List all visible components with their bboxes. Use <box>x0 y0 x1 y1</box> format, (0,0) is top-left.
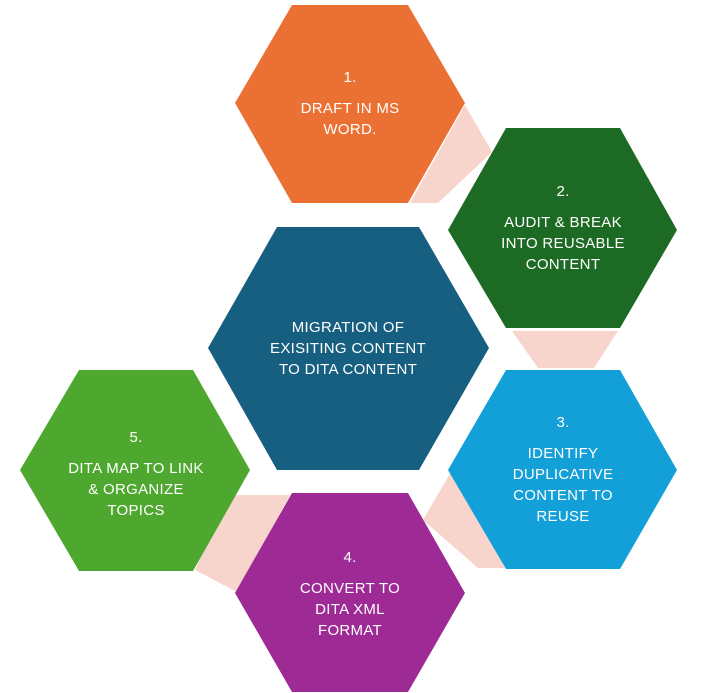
step-4-line-1: CONVERT TO <box>299 580 401 597</box>
hexagons <box>20 5 677 692</box>
step-3-label: 3. IDENTIFY DUPLICATIVE CONTENT TO REUSE <box>468 404 658 534</box>
hexagon-step-3 <box>448 370 677 569</box>
center-label: MIGRATION OF EXISITING CONTENT TO DITA C… <box>233 300 463 396</box>
connector-step2-step3 <box>512 331 618 368</box>
step-5-line-2: & ORGANIZE <box>88 481 184 498</box>
hexagon-center <box>208 227 489 470</box>
step-1-line-2: WORD. <box>323 120 377 138</box>
step-4-number: 4. <box>343 549 357 566</box>
hexagon-step-1 <box>235 5 465 203</box>
step-4-label: 4. CONVERT TO DITA XML FORMAT <box>255 538 445 650</box>
step-5-number: 5. <box>129 429 143 446</box>
center-line-1: MIGRATION OF <box>291 318 405 336</box>
step-1-number: 1. <box>343 68 357 86</box>
hexagon-step-2 <box>448 128 677 328</box>
connector-step3-step4 <box>423 470 505 568</box>
step-4-line-3: FORMAT <box>317 622 382 639</box>
step-3-line-4: REUSE <box>536 507 590 525</box>
hexagon-step-5 <box>20 370 250 571</box>
step-3-line-3: CONTENT TO <box>513 486 613 504</box>
center-line-3: TO DITA CONTENT <box>278 360 418 378</box>
step-5-label: 5. DITA MAP TO LINK & ORGANIZE TOPICS <box>38 418 234 530</box>
step-2-label: 2. AUDIT & BREAK INTO REUSABLE CONTENT <box>468 172 658 284</box>
step-1-label: 1. DRAFT IN MS WORD. <box>255 50 445 156</box>
step-3-number: 3. <box>556 413 570 431</box>
step-5-line-3: TOPICS <box>107 502 165 519</box>
step-4-line-2: DITA XML <box>315 601 385 618</box>
hexagon-step-4 <box>235 493 465 692</box>
step-2-line-3: CONTENT <box>525 256 601 273</box>
step-5-line-1: DITA MAP TO LINK <box>68 460 204 477</box>
center-line-2: EXISITING CONTENT <box>270 339 426 357</box>
step-3-line-1: IDENTIFY <box>527 444 599 462</box>
connector-step1-step2 <box>410 105 492 203</box>
step-1-line-1: DRAFT IN MS <box>300 99 400 117</box>
step-2-line-1: AUDIT & BREAK <box>504 214 622 231</box>
step-2-number: 2. <box>556 183 570 200</box>
step-3-line-2: DUPLICATIVE <box>512 465 614 483</box>
step-2-line-2: INTO REUSABLE <box>501 235 625 252</box>
